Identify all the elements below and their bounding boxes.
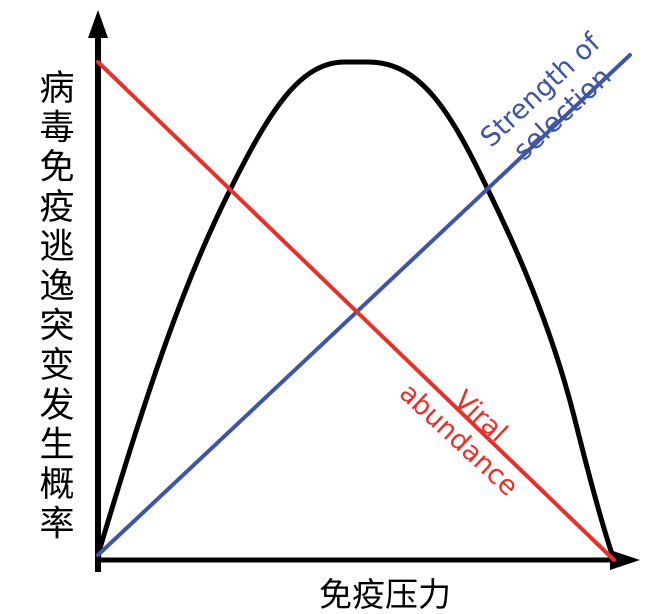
probability-curve (95, 59, 617, 563)
abundance-line (96, 60, 616, 562)
y-axis-arrowhead (88, 10, 108, 38)
y-axis-label-char: 免 (39, 148, 74, 188)
abundance-label: Viral abundance (393, 377, 524, 502)
x-axis-arrowhead (610, 550, 640, 570)
y-axis-label-char: 逃 (39, 227, 74, 267)
axes (88, 10, 640, 572)
y-axis-label-char: 变 (39, 346, 74, 386)
x-axis-label: 免疫压力 (319, 575, 451, 614)
y-axis-label-char: 率 (39, 505, 74, 545)
y-axis-label-char: 突 (39, 307, 74, 347)
y-axis-label-char: 逸 (39, 267, 74, 307)
y-axis-label-char: 发 (39, 386, 74, 426)
y-axis-label: 病毒免疫逃逸突变发生概率 (39, 69, 74, 545)
y-axis-label-char: 毒 (39, 109, 74, 149)
y-axis-label-char: 疫 (39, 188, 74, 228)
selection-label: Strength of selection (475, 27, 618, 167)
y-axis-label-char: 生 (39, 425, 74, 465)
y-axis-label-char: 病 (39, 69, 74, 109)
y-axis-label-char: 概 (39, 465, 74, 505)
selection-line (96, 53, 632, 557)
